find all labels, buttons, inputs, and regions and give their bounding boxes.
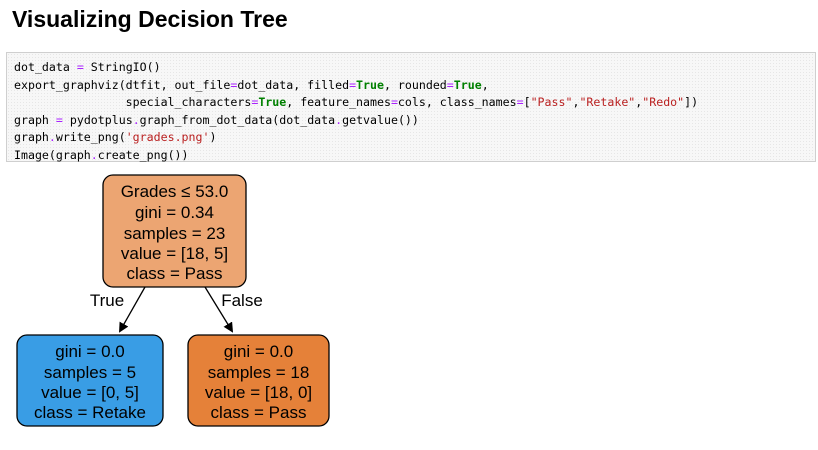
node-value: value = [18, 5]: [121, 244, 228, 263]
code-line: dot_data = StringIO(): [14, 60, 161, 74]
tree-node-box: [16, 334, 164, 427]
code-cell[interactable]: dot_data = StringIO() export_graphviz(dt…: [6, 52, 816, 162]
node-class: class = Pass: [127, 264, 223, 283]
code-line: graph = pydotplus.graph_from_dot_data(do…: [14, 112, 419, 127]
tree-node-box: [187, 334, 330, 427]
tree-edge-true: [119, 286, 146, 333]
edge-label-false: False: [221, 291, 263, 310]
node-gini: gini = 0.0: [224, 342, 293, 361]
node-samples: samples = 5: [44, 363, 136, 382]
code-editor[interactable]: dot_data = StringIO() export_graphviz(dt…: [14, 59, 698, 165]
code-line: special_characters=True, feature_names=c…: [14, 95, 699, 110]
node-gini: gini = 0.0: [55, 342, 124, 361]
tree-edge-false: [204, 286, 234, 333]
node-class: class = Retake: [34, 403, 146, 422]
tree-node-root: Grades ≤ 53.0 gini = 0.34 samples = 23 v…: [102, 174, 247, 288]
node-class: class = Pass: [211, 403, 307, 422]
code-line: Image(graph.create_png()): [14, 147, 189, 162]
edge-label-true: True: [90, 291, 124, 310]
node-value: value = [18, 0]: [205, 383, 312, 402]
code-line: export_graphviz(dtfit, out_file=dot_data…: [14, 77, 489, 92]
node-gini: gini = 0.34: [135, 203, 214, 222]
tree-node-right-leaf: gini = 0.0 samples = 18 value = [18, 0] …: [187, 334, 330, 427]
node-samples: samples = 23: [124, 224, 226, 243]
node-samples: samples = 18: [208, 363, 310, 382]
section-heading: Visualizing Decision Tree: [12, 6, 288, 32]
code-line: graph.write_png('grades.png'): [14, 130, 217, 145]
tree-node-box: [102, 174, 247, 288]
node-condition: Grades ≤ 53.0: [121, 182, 229, 201]
node-value: value = [0, 5]: [41, 383, 139, 402]
tree-node-left-leaf: gini = 0.0 samples = 5 value = [0, 5] cl…: [16, 334, 164, 427]
